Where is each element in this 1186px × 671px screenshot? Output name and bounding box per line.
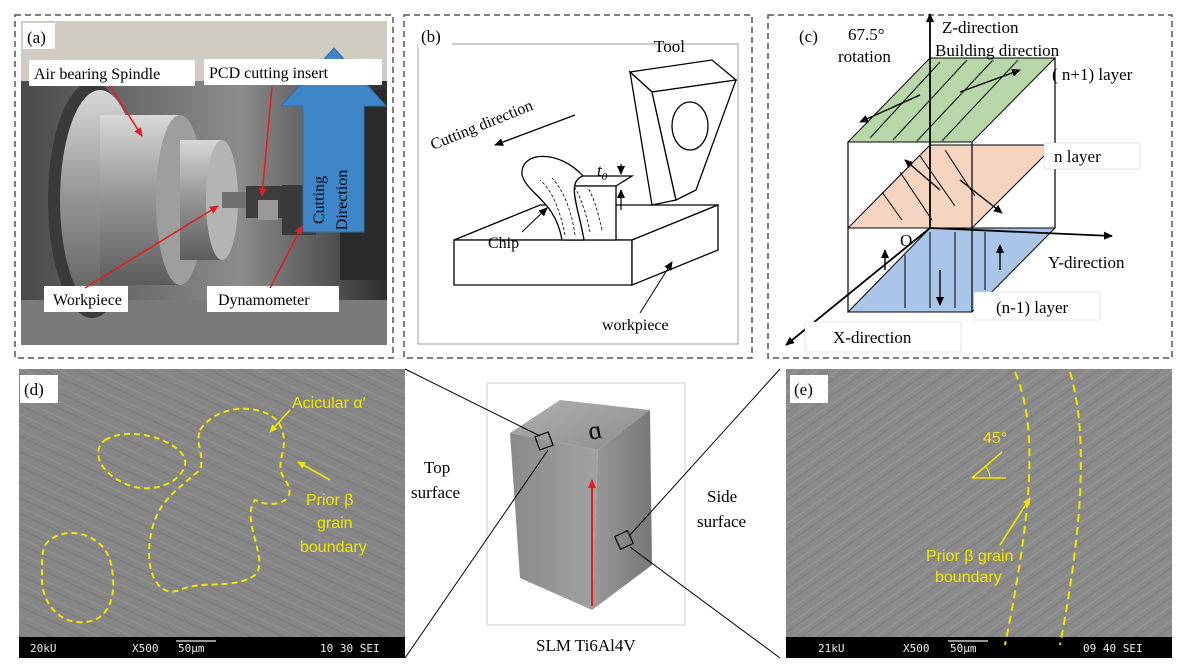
label-prior-beta-e-1: Prior β grain [926,548,1013,565]
chip [521,155,585,241]
grain-boundary-d-2 [148,407,291,593]
panel-b-inner-frame [417,43,739,345]
sem-scale-e: 50μm [950,642,977,655]
sem-scale-d: 50μm [178,642,205,655]
label-prior-beta-d-1: Prior β [306,492,353,509]
panel-b: (b) Cutting direction Tool t0 [403,14,753,359]
panel-b-tag: (b) [421,27,441,46]
grain-boundary-d-3 [40,532,115,624]
leader-dynamometer [269,225,303,289]
panel-c-frame [767,14,1173,359]
label-dynamometer: Dynamometer [218,292,310,309]
panel-d: 20kU X500 50μm 10 30 SEI (d) Acicular α′… [19,369,405,658]
label-side-surface-1: Side [707,487,737,506]
label-top-layer: ( n+1) layer [1052,65,1133,84]
label-air-bearing-spindle: Air bearing Spindle [34,66,160,83]
panel-a: Cutting Direction (a) Air bearing Spindl… [14,14,394,359]
panel-a-tag: (a) [27,28,46,47]
label-rotation: rotation [838,47,891,66]
label-rotation-angle: 67.5° [848,25,885,44]
panel-b-frame [403,14,753,359]
cube-left-face [510,433,598,610]
layer-top-plane [846,57,1057,143]
cutting-direction-label-2: Direction [334,170,351,230]
label-depth-of-cut: t0 [597,161,608,183]
y-axis [929,227,1113,240]
label-y-direction: Y-direction [1048,253,1125,272]
label-angle-45: 45° [983,430,1007,447]
cutting-direction-label-1: Cutting [311,176,328,224]
sem-kv-d: 20kU [30,642,57,655]
panel-e: 21kU X500 50μm 09 40 SEI (e) 45° Prior β… [786,369,1172,658]
top-surface-marker [534,431,554,451]
leader-insert [258,85,273,197]
label-workpiece-a: Workpiece [53,292,122,309]
label-top-surface-1: Top [424,458,450,477]
panel-e-tag: (e) [794,380,813,399]
tool-hole [671,101,709,151]
sem-mag-d: X500 [132,642,159,655]
connector-e-top [629,368,781,536]
sem-id-e: 09 40 SEI [1083,642,1143,655]
sem-kv-e: 21kU [818,642,845,655]
sem-id-d: 10 30 SEI [320,642,380,655]
sem-databar-d [19,637,405,658]
label-prior-beta-d-2: grain [317,515,353,532]
label-workpiece-b: workpiece [602,317,669,334]
cube-right-face [592,410,652,610]
connector-d-top [404,368,541,437]
panel-c: (c) [767,13,1173,359]
svg-text:ɑ: ɑ [586,415,604,446]
grain-boundary-d-1 [97,432,187,490]
label-top-surface-2: surface [411,483,460,502]
label-acicular: Acicular α′ [292,395,366,412]
sem-image-e [786,369,1172,658]
cube-top-face [510,400,650,450]
label-prior-beta-d-3: boundary [300,539,367,556]
label-side-surface-2: surface [697,512,746,531]
grain-boundary-e-2 [1059,371,1082,646]
panel-a-frame [14,14,394,359]
connector-e-bottom [629,546,781,659]
label-bottom-layer: (n-1) layer [996,298,1069,317]
center-panel: ɑ Top surface Side surface SLM Ti6Al4V [404,368,781,659]
label-cutting-direction: Cutting direction [428,97,535,154]
label-building-direction: Building direction [935,41,1060,60]
leader-workpiece [84,205,219,289]
label-z-direction: Z-direction [942,18,1019,37]
leader-spindle [109,85,143,137]
label-mid-layer: n layer [1054,147,1101,166]
cutting-direction-arrow-b [494,114,576,146]
sem-image-d [19,369,405,658]
sem-mag-e: X500 [903,642,930,655]
label-pcd-cutting-insert: PCD cutting insert [209,65,329,82]
label-origin: O [900,231,912,250]
caption-slm: SLM Ti6Al4V [536,636,636,655]
panel-c-tag: (c) [799,27,818,46]
label-x-direction: X-direction [833,328,912,347]
label-tool: Tool [654,37,685,56]
sem-databar-e [786,637,1172,658]
label-chip: Chip [488,235,519,252]
layer-mid-plane [846,144,1057,229]
panel-d-tag: (d) [24,380,44,399]
side-surface-marker [613,529,635,551]
connector-d-bottom [404,449,549,659]
label-prior-beta-e-2: boundary [935,569,1002,586]
panel-a-photo [21,21,387,345]
